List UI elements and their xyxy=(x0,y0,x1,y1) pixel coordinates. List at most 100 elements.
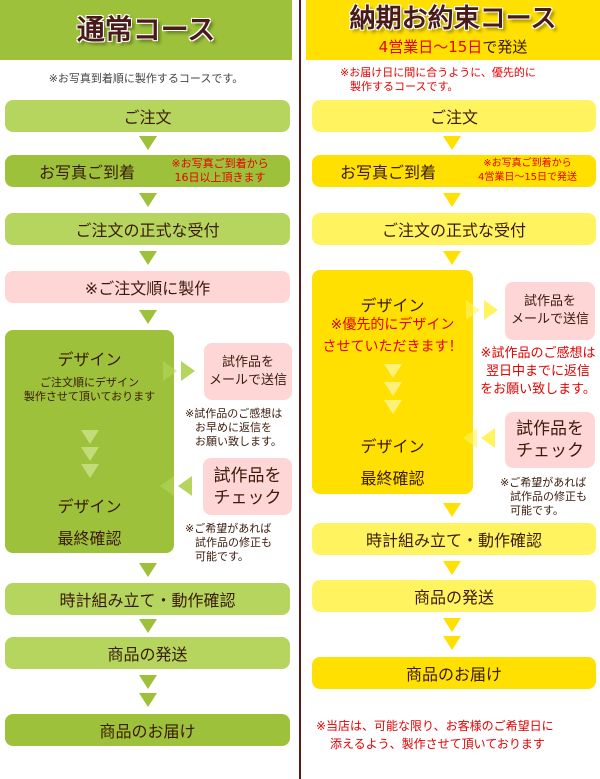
arrow-icon xyxy=(139,251,157,265)
label: チェック xyxy=(516,441,584,461)
note-line: 可能です。 xyxy=(195,550,249,563)
label: 最終確認 xyxy=(57,529,122,548)
right-step-deliver: 商品のお届け xyxy=(312,657,596,689)
label: 試作品を xyxy=(221,354,274,370)
left-send-box: 試作品をメールで送信 xyxy=(204,343,292,400)
note-line: ※ご希望があれば xyxy=(500,476,587,489)
left-design-box: デザイン ご注文順にデザイン製作させて頂いております デザイン最終確認 xyxy=(5,330,174,553)
note-line: ※お届け日に間に合うように、優先的に xyxy=(340,66,536,79)
arrow-icon xyxy=(443,136,461,150)
left-step-deliver: 商品のお届け xyxy=(5,714,290,746)
label: メールで送信 xyxy=(510,312,589,327)
subtitle-rest: で発送 xyxy=(482,38,528,56)
label: 試作品を xyxy=(523,294,576,309)
note-line: 試作品の修正も xyxy=(195,536,272,549)
right-subtitle: 4営業日～15日で発送 xyxy=(306,36,600,57)
arrow-right-icon xyxy=(484,300,498,320)
design-final: デザイン最終確認 xyxy=(5,493,174,549)
arrow-icon xyxy=(443,251,461,265)
design-note: ご注文順にデザイン製作させて頂いております xyxy=(5,376,174,404)
arrow-icon xyxy=(139,136,157,150)
label: デザイン xyxy=(360,437,425,456)
left-check-box: 試作品をチェック xyxy=(203,458,292,515)
note-line: をお願い致します。 xyxy=(480,382,596,397)
arrow-icon xyxy=(81,464,99,478)
right-header: 納期お約束コース 4営業日～15日で発送 xyxy=(306,0,600,60)
left-step-accept: ご注文の正式な受付 xyxy=(5,213,290,245)
note-line: お早めに返信を xyxy=(195,421,272,434)
note-line: 4営業日～15日で発送 xyxy=(477,172,578,183)
arrow-icon xyxy=(81,447,99,461)
left-check-note: ※ご希望があれば試作品の修正も可能です。 xyxy=(185,522,295,564)
right-check-box: 試作品をチェック xyxy=(505,412,595,468)
right-step-ship: 商品の発送 xyxy=(312,580,596,612)
arrow-icon xyxy=(384,382,402,396)
note-line: 製作させて頂いております xyxy=(23,390,156,403)
label: メールで送信 xyxy=(208,372,287,388)
arrow-icon xyxy=(139,693,157,707)
note-line: させていただきます！ xyxy=(322,339,463,355)
arrow-icon xyxy=(443,561,461,575)
left-header: 通常コース xyxy=(0,0,292,60)
note-line: 16日以上頂きます xyxy=(174,171,266,184)
left-step-ship: 商品の発送 xyxy=(5,637,290,669)
arrow-icon xyxy=(139,310,157,324)
left-step-assemble: 時計組み立て・動作確認 xyxy=(5,583,290,615)
note-line: 試作品の修正も xyxy=(510,490,587,503)
arrow-icon xyxy=(443,193,461,207)
arrow-icon xyxy=(139,563,157,577)
design-note: ※優先的にデザインさせていただきます！ xyxy=(312,314,473,358)
arrow-icon xyxy=(384,364,402,378)
right-design-box: デザイン ※優先的にデザインさせていただきます！ デザイン最終確認 xyxy=(312,270,473,494)
arrow-left-icon xyxy=(160,476,174,496)
label: デザイン xyxy=(57,497,122,516)
arrow-right-icon xyxy=(466,300,480,320)
arrow-icon xyxy=(139,675,157,689)
right-step-order: ご注文 xyxy=(312,100,596,132)
arrow-right-icon xyxy=(163,361,177,381)
design-title: デザイン xyxy=(57,350,122,369)
right-step-accept: ご注文の正式な受付 xyxy=(312,213,596,245)
note-line: お願い致します。 xyxy=(195,435,282,448)
arrow-icon xyxy=(443,618,461,632)
left-step-arrival: お写真ご到着 xyxy=(5,155,290,187)
right-note: ※お届け日に間に合うように、優先的に製作するコースです。 xyxy=(340,66,600,94)
note-line: ※お写真ご到着から xyxy=(171,157,269,170)
arrow-icon xyxy=(443,503,461,517)
arrow-left-icon xyxy=(481,428,495,448)
arrow-icon xyxy=(139,619,157,633)
right-check-note: ※ご希望があれば試作品の修正も可能です。 xyxy=(500,476,600,518)
design-final: デザイン最終確認 xyxy=(312,433,473,489)
right-step-assemble: 時計組み立て・動作確認 xyxy=(312,523,596,555)
right-title: 納期お約束コース xyxy=(349,4,557,34)
subtitle-red: 4営業日～15日 xyxy=(378,38,483,56)
note-line: 可能です。 xyxy=(510,504,564,517)
label: お写真ご到着 xyxy=(340,163,437,182)
label: 試作品を xyxy=(213,465,282,486)
right-send-note: ※試作品のご感想は翌日中までに返信をお願い致します。 xyxy=(476,345,600,399)
right-send-box: 試作品をメールで送信 xyxy=(505,282,595,340)
arrow-left-icon xyxy=(178,476,192,496)
arrow-right-icon xyxy=(181,361,195,381)
note-line: ※試作品のご感想は xyxy=(480,346,596,361)
label: お写真ご到着 xyxy=(39,163,136,182)
note-line: ご注文順にデザイン xyxy=(40,376,139,389)
left-step-made: ※ご注文順に製作 xyxy=(5,271,290,303)
note-line: ※試作品のご感想は xyxy=(185,407,283,420)
note-line: ※優先的にデザイン xyxy=(330,317,455,333)
note-line: ※ご希望があれば xyxy=(185,522,272,535)
note-line: 製作するコースです。 xyxy=(350,80,459,93)
arrow-left-icon xyxy=(463,428,477,448)
left-send-note: ※試作品のご感想はお早めに返信をお願い致します。 xyxy=(185,407,295,449)
right-footer-note: ※当店は、可能な限り、お客様のご希望日に添えるよう、製作させて頂いております xyxy=(316,717,600,753)
label: チェック xyxy=(213,487,282,508)
label: 最終確認 xyxy=(360,469,425,488)
note-line: 翌日中までに返信 xyxy=(485,364,590,379)
note-line: ※当店は、可能な限り、お客様のご希望日に xyxy=(316,719,554,733)
note-line: 添えるよう、製作させて頂いております xyxy=(330,737,545,751)
label: 試作品を xyxy=(516,419,584,439)
divider xyxy=(299,0,301,779)
right-step-arrival: お写真ご到着 xyxy=(312,155,596,187)
